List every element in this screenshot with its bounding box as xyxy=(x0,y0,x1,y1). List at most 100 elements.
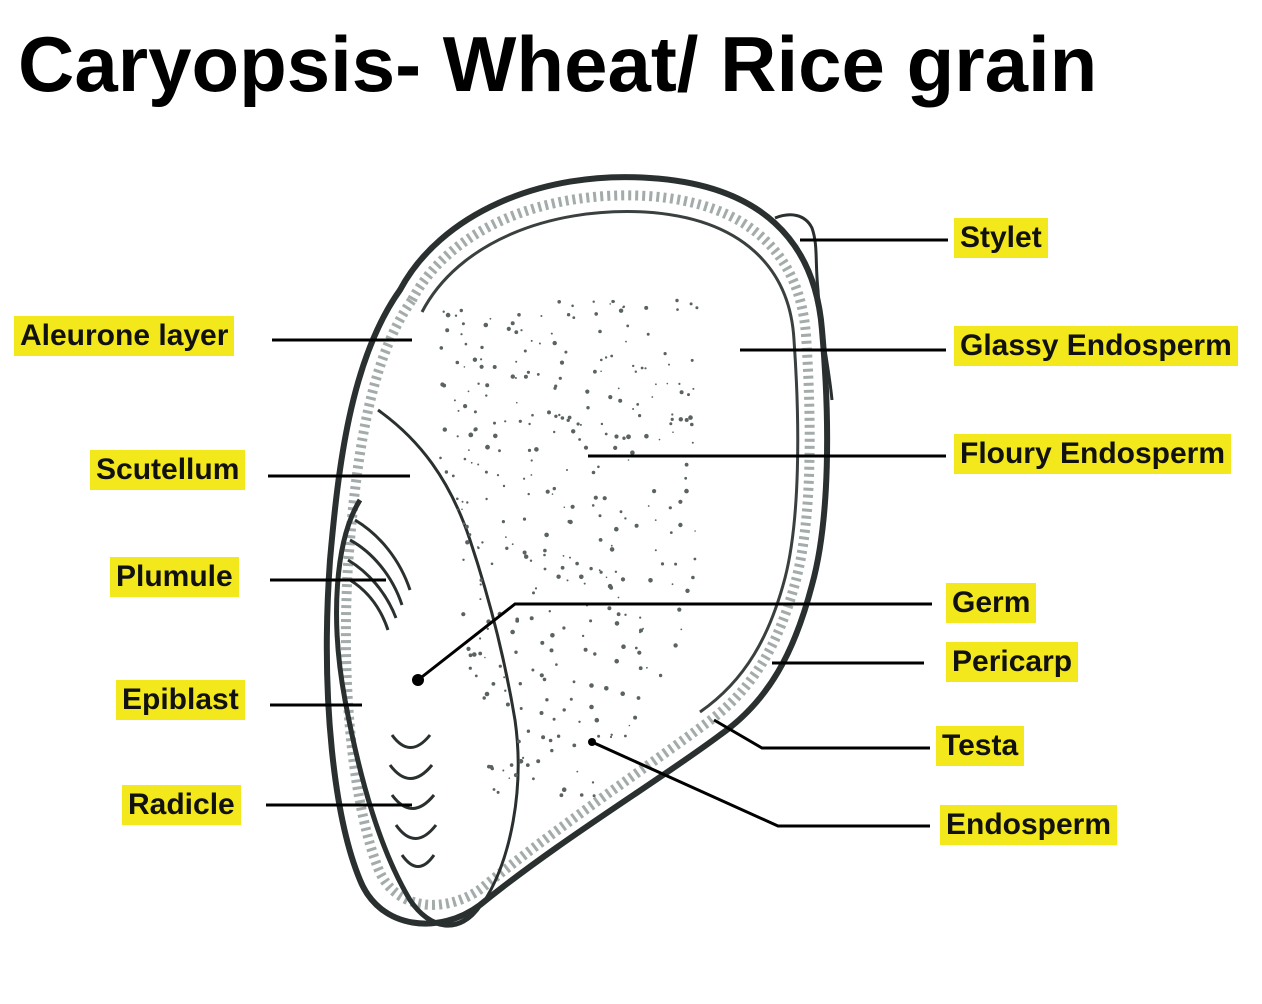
stipple-dot xyxy=(559,793,564,798)
stipple-dot xyxy=(445,328,450,333)
stipple-dot xyxy=(459,308,463,313)
stipple-dot xyxy=(468,666,472,670)
stipple-dot xyxy=(684,476,688,480)
stipple-dot xyxy=(489,317,492,320)
stipple-dot xyxy=(566,418,570,422)
stipple-dot xyxy=(658,438,661,441)
stipple-dot xyxy=(468,653,473,658)
label-scutellum: Scutellum xyxy=(90,450,246,490)
stipple-dot xyxy=(600,358,603,362)
stipple-dot xyxy=(626,324,630,328)
stipple-dot xyxy=(592,300,595,303)
stipple-dot xyxy=(583,445,589,450)
stipple-dot xyxy=(504,420,507,423)
stipple-dot xyxy=(622,436,626,440)
plumule-arcs xyxy=(347,518,412,631)
stipple-dot xyxy=(563,506,566,509)
stipple-dot xyxy=(479,578,483,582)
stipple-dot xyxy=(545,698,549,702)
stipple-dot xyxy=(593,652,597,656)
scutellum-boundary xyxy=(377,408,520,901)
stipple-dot xyxy=(453,399,456,402)
stipple-dot xyxy=(515,360,518,363)
stipple-dot xyxy=(648,578,653,583)
stipple-dot xyxy=(578,438,581,441)
stipple-dot xyxy=(690,358,694,362)
stipple-dot xyxy=(473,410,477,414)
stipple-dot xyxy=(638,666,643,671)
stipple-dot xyxy=(464,342,468,346)
stipple-dot xyxy=(693,557,697,561)
stipple-dot xyxy=(513,773,518,778)
stipple-dot xyxy=(547,410,551,415)
stipple-dot xyxy=(457,409,460,412)
stipple-dot xyxy=(624,613,627,616)
stipple-dot xyxy=(517,739,521,744)
stipple-dot xyxy=(544,532,549,538)
stipple-dot xyxy=(571,304,574,308)
stipple-dot xyxy=(684,462,689,467)
stipple-dot xyxy=(617,596,620,599)
stipple-dot xyxy=(644,305,649,310)
stipple-dot xyxy=(480,345,484,350)
stipple-dot xyxy=(594,717,600,723)
stipple-dot xyxy=(594,312,598,316)
stipple-dot xyxy=(567,415,572,420)
stipple-dot xyxy=(526,370,531,374)
stipple-dot xyxy=(474,674,478,678)
stipple-dot xyxy=(545,489,550,494)
stipple-dot xyxy=(561,787,567,792)
stipple-dot xyxy=(501,520,505,524)
stipple-dot xyxy=(684,488,689,494)
stipple-dot xyxy=(591,504,595,507)
stipple-dot xyxy=(440,382,445,387)
stipple-dot xyxy=(610,544,613,547)
stipple-dot xyxy=(522,517,527,521)
stipple-dot xyxy=(672,431,674,434)
stipple-dot xyxy=(484,691,490,697)
stipple-dot xyxy=(468,449,470,451)
stipple-dot xyxy=(531,668,535,672)
stipple-dot xyxy=(591,470,596,475)
stipple-dot xyxy=(461,322,465,326)
stipple-dot xyxy=(684,418,689,422)
stipple-dot xyxy=(634,370,637,373)
stipple-dot xyxy=(570,504,575,509)
stipple-dot xyxy=(632,408,635,410)
stipple-dot xyxy=(505,536,507,538)
stipple-dot xyxy=(493,433,498,439)
stipple-dot xyxy=(557,300,561,304)
stipple-dot xyxy=(498,664,502,668)
stipple-dot xyxy=(680,628,683,631)
stipple-dot xyxy=(566,313,571,317)
label-radicle: Radicle xyxy=(122,785,241,825)
stipple-dot xyxy=(632,364,635,368)
stipple-dot xyxy=(543,553,546,557)
stipple-dot xyxy=(639,616,642,619)
stipple-dot xyxy=(589,619,593,623)
stipple-dot xyxy=(461,612,466,617)
stipple-dot xyxy=(472,357,478,362)
stipple-dot xyxy=(502,769,505,772)
stipple-dot xyxy=(566,579,569,582)
stipple-dot xyxy=(523,349,527,353)
leader-dots xyxy=(412,674,596,746)
stipple-dot xyxy=(445,312,451,318)
stipple-dot xyxy=(483,322,489,328)
stipple-dot xyxy=(451,474,455,478)
stipple-dot xyxy=(593,495,598,500)
stipple-dot xyxy=(579,574,584,580)
stipple-dot xyxy=(610,733,613,736)
stipple-dot xyxy=(530,474,533,476)
stipple-dot xyxy=(485,497,488,501)
stipple-dot xyxy=(692,387,695,390)
stipple-dot xyxy=(504,689,507,692)
stipple-dot xyxy=(589,704,594,710)
stipple-dot xyxy=(673,643,678,648)
stipple-dot xyxy=(611,299,615,304)
stipple-dot xyxy=(493,421,496,425)
stipple-dot xyxy=(532,591,535,595)
stipple-dot xyxy=(554,414,558,418)
stipple-dot xyxy=(620,691,625,696)
grain-illustration xyxy=(323,174,834,928)
